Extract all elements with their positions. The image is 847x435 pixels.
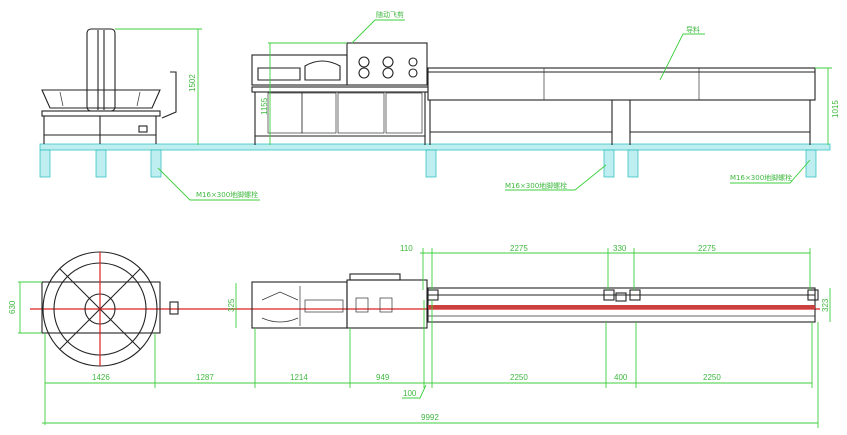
forming-machine-elevation: [251, 42, 429, 145]
dim-top-seg1: 2275: [510, 244, 528, 253]
dim-b6: 400: [614, 373, 628, 382]
dim-top-gap: 110: [400, 244, 413, 253]
dim-offset: 100: [403, 389, 417, 398]
runout-table-elevation: [427, 67, 816, 145]
runout-table-plan: [427, 287, 819, 323]
machine-plan: [251, 273, 428, 329]
dim-top-seg2: 2275: [698, 244, 716, 253]
plan-dimensions: [18, 248, 831, 428]
dim-overall: 9992: [421, 413, 439, 422]
dim-b1: 1426: [92, 373, 110, 382]
label-guide: 导料: [686, 25, 700, 34]
label-anchor-bolt-left: M16×300地脚螺栓: [196, 190, 258, 199]
dim-machine-height: 1155: [260, 97, 269, 115]
dim-table-height: 1015: [831, 100, 840, 118]
dim-b2: 1287: [196, 373, 214, 382]
elevation-dimensions: [115, 19, 832, 201]
dim-b3: 1214: [290, 373, 308, 382]
dim-b7: 2250: [703, 373, 721, 382]
dim-table-width: 323: [821, 298, 830, 312]
decoiler-plan: [41, 251, 179, 367]
dim-b4: 949: [376, 373, 390, 382]
ground-slab: [39, 143, 831, 178]
dim-top-mid: 330: [613, 244, 627, 253]
dim-machine-width: 325: [227, 298, 236, 312]
label-flying-shear: 随动飞剪: [376, 10, 404, 19]
dim-decoiler-width: 630: [8, 300, 17, 314]
label-anchor-bolt-right: M16×300地脚螺栓: [730, 173, 792, 182]
label-anchor-bolt-mid: M16×300地脚螺栓: [505, 181, 567, 190]
dim-decoiler-height: 1502: [188, 74, 197, 92]
dim-b5: 2250: [510, 373, 528, 382]
decoiler-elevation: [41, 28, 177, 144]
